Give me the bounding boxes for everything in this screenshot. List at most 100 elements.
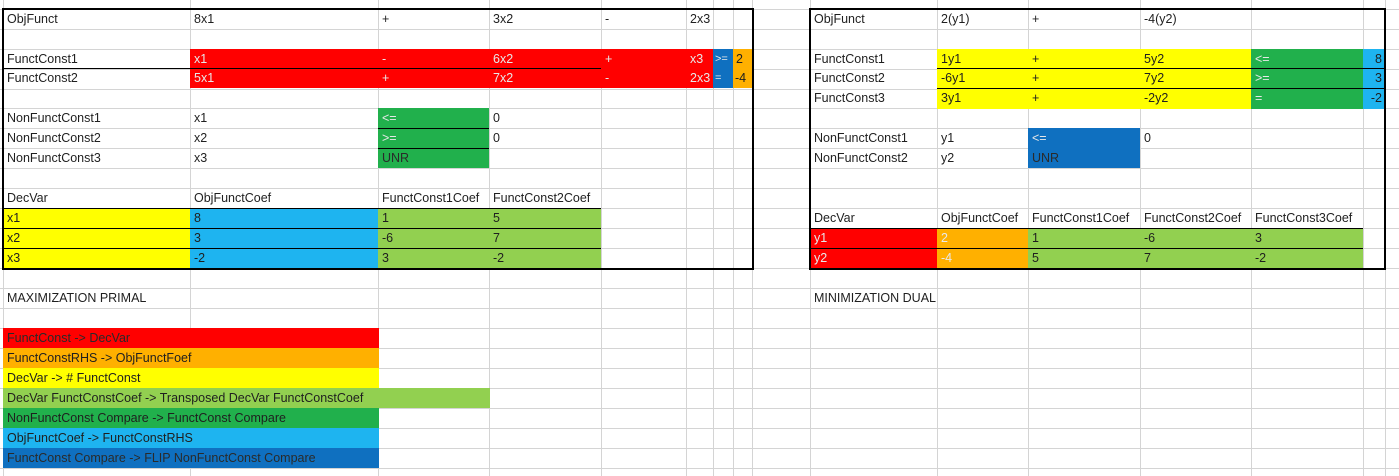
dual-row2-fc1coef[interactable]: 5 [1032, 251, 1039, 265]
dual-row1-fc2coef[interactable]: -6 [1144, 231, 1156, 245]
dual-fc3-rhs[interactable]: -2 [1370, 91, 1382, 105]
legend-item-objcoef-rhs[interactable]: ObjFunctCoef -> FunctConstRHS [7, 431, 193, 445]
primal-nfc1-value[interactable]: 0 [493, 111, 500, 125]
dual-fc2-op[interactable]: + [1032, 71, 1040, 85]
dual-nfc1-compare[interactable]: <= [1032, 131, 1047, 145]
primal-fc2-label[interactable]: FunctConst2 [7, 71, 78, 85]
primal-fc1-op1[interactable]: - [382, 52, 387, 66]
legend-item-rhs-objcoef[interactable]: FunctConstRHS -> ObjFunctFoef [7, 351, 192, 365]
dual-fc1-term2[interactable]: 5y2 [1144, 52, 1165, 66]
primal-row2-objcoef[interactable]: 3 [194, 231, 201, 245]
dual-functconst2coef-header[interactable]: FunctConst2Coef [1144, 211, 1242, 225]
primal-objfunct-term3[interactable]: 2x3 [690, 12, 711, 26]
dual-functconst3coef-header[interactable]: FunctConst3Coef [1255, 211, 1353, 225]
primal-objfunctcoef-header[interactable]: ObjFunctCoef [194, 191, 272, 205]
dual-objfunct-op1[interactable]: + [1032, 12, 1040, 26]
dual-objfunct-term2[interactable]: -4(y2) [1144, 12, 1177, 26]
dual-fc3-term1[interactable]: 3y1 [941, 91, 962, 105]
primal-nfc1-label[interactable]: NonFunctConst1 [7, 111, 101, 125]
dual-nfc2-var[interactable]: y2 [941, 151, 955, 165]
dual-fc2-label[interactable]: FunctConst2 [814, 71, 885, 85]
primal-row2-decvar[interactable]: x2 [7, 231, 21, 245]
primal-nfc2-label[interactable]: NonFunctConst2 [7, 131, 101, 145]
primal-row2-fc2coef[interactable]: 7 [493, 231, 500, 245]
primal-nfc2-var[interactable]: x2 [194, 131, 208, 145]
dual-nfc1-value[interactable]: 0 [1144, 131, 1151, 145]
primal-fc2-term1[interactable]: 5x1 [194, 71, 215, 85]
dual-title[interactable]: MINIMIZATION DUAL [814, 291, 936, 305]
dual-nfc1-var[interactable]: y1 [941, 131, 955, 145]
primal-fc1-term3[interactable]: x3 [690, 52, 704, 66]
primal-title[interactable]: MAXIMIZATION PRIMAL [7, 291, 147, 305]
primal-row1-objcoef[interactable]: 8 [194, 211, 201, 225]
primal-fc2-term2[interactable]: 7x2 [493, 71, 514, 85]
dual-row1-fc1coef[interactable]: 1 [1032, 231, 1039, 245]
primal-nfc3-var[interactable]: x3 [194, 151, 208, 165]
dual-objfunct-label[interactable]: ObjFunct [814, 12, 865, 26]
primal-row3-decvar[interactable]: x3 [7, 251, 21, 265]
legend-item-nonfunct-compare[interactable]: NonFunctConst Compare -> FunctConst Comp… [7, 411, 286, 425]
dual-row2-decvar[interactable]: y2 [814, 251, 828, 265]
dual-objfunctcoef-header[interactable]: ObjFunctCoef [941, 211, 1019, 225]
primal-objfunct-term2[interactable]: 3x2 [493, 12, 514, 26]
legend-item-decvar-functconst[interactable]: DecVar -> # FunctConst [7, 371, 141, 385]
dual-fc1-term1[interactable]: 1y1 [941, 52, 962, 66]
dual-fc2-compare[interactable]: >= [1255, 71, 1270, 85]
primal-decvar-header[interactable]: DecVar [7, 191, 48, 205]
dual-row1-objcoef[interactable]: 2 [941, 231, 948, 245]
dual-fc2-rhs[interactable]: 3 [1375, 71, 1382, 85]
dual-row1-fc3coef[interactable]: 3 [1255, 231, 1262, 245]
dual-fc2-term1[interactable]: -6y1 [941, 71, 966, 85]
primal-fc2-op1[interactable]: + [382, 71, 390, 85]
primal-row3-fc1coef[interactable]: 3 [382, 251, 389, 265]
dual-objfunct-term1[interactable]: 2(y1) [941, 12, 970, 26]
primal-fc2-op2[interactable]: - [605, 71, 610, 85]
dual-fc1-label[interactable]: FunctConst1 [814, 52, 885, 66]
dual-row2-fc2coef[interactable]: 7 [1144, 251, 1151, 265]
primal-fc1-compare[interactable]: >= [715, 53, 728, 65]
primal-fc2-rhs[interactable]: -4 [735, 71, 747, 85]
dual-row1-decvar[interactable]: y1 [814, 231, 828, 245]
primal-row3-fc2coef[interactable]: -2 [493, 251, 505, 265]
dual-row2-objcoef[interactable]: -4 [941, 251, 953, 265]
primal-row2-fc1coef[interactable]: -6 [382, 231, 394, 245]
legend-item-flip-compare[interactable]: FunctConst Compare -> FLIP NonFunctConst… [7, 451, 316, 465]
dual-fc1-rhs[interactable]: 8 [1375, 52, 1382, 66]
primal-functconst1coef-header[interactable]: FunctConst1Coef [382, 191, 480, 205]
dual-decvar-header[interactable]: DecVar [814, 211, 855, 225]
legend-item-transposed-coef[interactable]: DecVar FunctConstCoef -> Transposed DecV… [7, 391, 364, 405]
primal-fc1-term2[interactable]: 6x2 [493, 52, 514, 66]
dual-fc3-term2[interactable]: -2y2 [1144, 91, 1169, 105]
dual-nfc2-compare[interactable]: UNR [1032, 151, 1060, 165]
primal-objfunct-label[interactable]: ObjFunct [7, 12, 58, 26]
primal-fc1-op2[interactable]: + [605, 52, 613, 66]
primal-nfc3-compare[interactable]: UNR [382, 151, 410, 165]
primal-objfunct-term1[interactable]: 8x1 [194, 12, 215, 26]
dual-nfc2-label[interactable]: NonFunctConst2 [814, 151, 908, 165]
primal-row1-decvar[interactable]: x1 [7, 211, 21, 225]
primal-row1-fc1coef[interactable]: 1 [382, 211, 389, 225]
dual-fc3-label[interactable]: FunctConst3 [814, 91, 885, 105]
dual-fc1-compare[interactable]: <= [1255, 52, 1270, 66]
primal-fc2-term3[interactable]: 2x3 [690, 71, 711, 85]
primal-objfunct-op1[interactable]: + [382, 12, 390, 26]
primal-nfc2-value[interactable]: 0 [493, 131, 500, 145]
primal-objfunct-op2[interactable]: - [605, 12, 610, 26]
legend-item-functconst-decvar[interactable]: FunctConst -> DecVar [7, 331, 131, 345]
primal-fc2-compare[interactable]: = [715, 72, 722, 84]
dual-nfc1-label[interactable]: NonFunctConst1 [814, 131, 908, 145]
primal-functconst2coef-header[interactable]: FunctConst2Coef [493, 191, 591, 205]
dual-fc2-term2[interactable]: 7y2 [1144, 71, 1165, 85]
primal-nfc3-label[interactable]: NonFunctConst3 [7, 151, 101, 165]
primal-fc1-term1[interactable]: x1 [194, 52, 208, 66]
dual-fc1-op[interactable]: + [1032, 52, 1040, 66]
primal-row1-fc2coef[interactable]: 5 [493, 211, 500, 225]
primal-nfc1-compare[interactable]: <= [382, 111, 397, 125]
dual-fc3-op[interactable]: + [1032, 91, 1040, 105]
dual-functconst1coef-header[interactable]: FunctConst1Coef [1032, 211, 1130, 225]
primal-fc1-label[interactable]: FunctConst1 [7, 52, 78, 66]
dual-row2-fc3coef[interactable]: -2 [1255, 251, 1267, 265]
primal-nfc1-var[interactable]: x1 [194, 111, 208, 125]
primal-nfc2-compare[interactable]: >= [382, 131, 397, 145]
primal-fc1-rhs[interactable]: 2 [736, 52, 743, 66]
